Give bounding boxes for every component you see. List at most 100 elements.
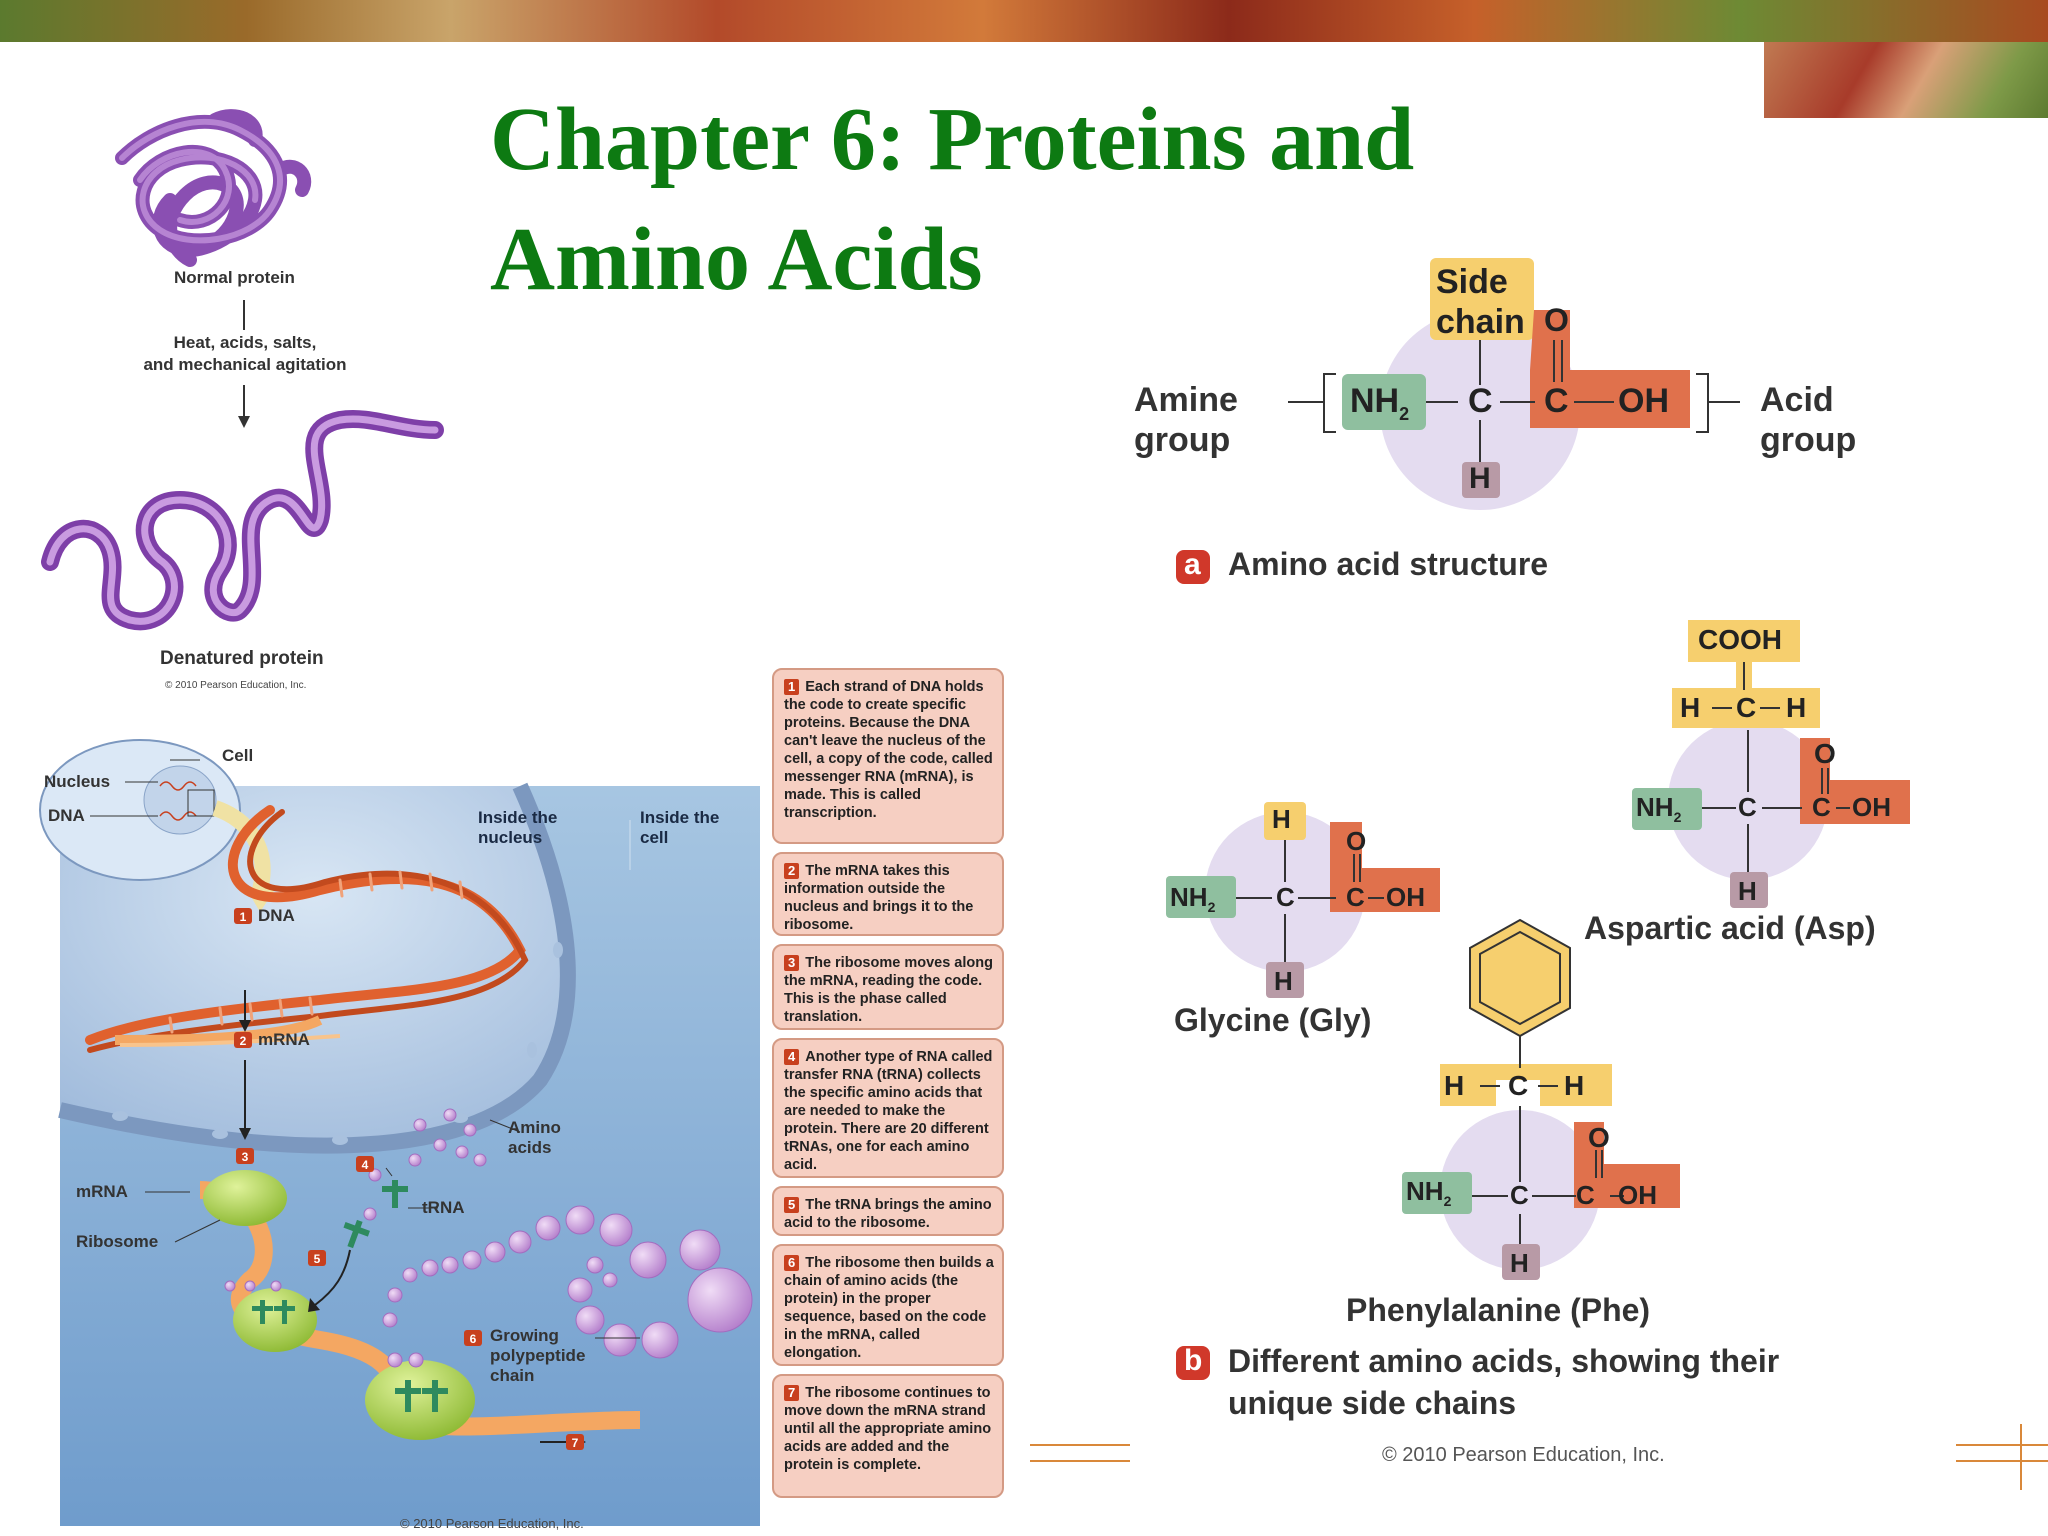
aspartic-alpha-carbon: C [1738,792,1757,822]
acid-line-2: group [1760,421,1857,459]
nh-text: NH [1350,382,1400,420]
amino-acid-examples-panel: H O NH2 C C OH H Glycine (Gly) COOH H C … [1140,610,1940,1490]
oxygen-atom: O [1544,302,1569,338]
nh-text: NH [1170,882,1208,912]
step-text: Another type of RNA called transfer RNA … [784,1049,993,1173]
ribosome-label: Ribosome [76,1232,159,1251]
mrna-strand-top [114,1015,323,1045]
step2-mrna-label: mRNA [258,1030,310,1049]
examples-caption: Different amino acids, showing their uniq… [1228,1340,1779,1424]
synthesis-copyright: © 2010 Pearson Education, Inc. [400,1516,584,1531]
decorative-line [1030,1444,1130,1446]
phe-oh: OH [1618,1180,1657,1210]
phe-bottom-h: H [1510,1248,1529,1278]
step-number: 3 [784,955,800,971]
inside-nucleus-label: Inside the nucleus [478,808,558,847]
badge-a-letter: a [1184,548,1201,581]
ribosome-3 [365,1360,475,1440]
svg-text:3: 3 [242,1150,249,1164]
nh2-subscript: 2 [1399,403,1410,424]
cause-line-1: Heat, acids, salts, [173,333,317,352]
alpha-carbon-circle [1380,310,1580,510]
alpha-carbon: C [1468,382,1493,420]
inside-cell-label: Inside the cell [640,808,720,847]
protein-synthesis-diagram: 1 2 3 4 5 6 7 Cell Nucleus DNA Inside the nucl… [20,720,1020,1536]
step-number: 4 [784,1049,800,1065]
corner-photo [1764,42,2048,118]
denaturation-copyright: © 2010 Pearson Education, Inc. [165,680,307,691]
hydrogen-atom: H [1469,462,1491,495]
caption-b-line-1: Different amino acids, showing their [1228,1343,1780,1379]
nucleus-label: Nucleus [44,772,111,791]
aspartic-h-right: H [1786,692,1807,723]
hydrogen-box [1462,462,1500,498]
aspartic-cooh: COOH [1698,624,1782,655]
cell-label: Cell [222,746,254,765]
amino-examples-svg [1166,620,1910,1380]
step-text: The ribosome moves along the mRNA, readi… [784,955,993,1025]
glycine-side-h: H [1272,804,1291,834]
step-number: 2 [784,863,800,879]
glycine-carboxyl-carbon: C [1346,882,1365,912]
glycine-alpha-carbon: C [1276,882,1295,912]
hydroxyl-group: OH [1618,382,1669,420]
svg-text:1: 1 [240,910,247,924]
aspartic-carboxyl-carbon: C [1812,792,1831,822]
aspartic-nh2: NH2 [1636,792,1681,825]
phe-side-carbon: C [1508,1070,1529,1101]
badge-b [1176,1346,1210,1380]
amino-acid-beads [224,1108,753,1368]
glycine-oxygen: O [1346,826,1367,856]
phe-h-left: H [1444,1070,1465,1101]
amine-group-box [1342,374,1426,430]
ribosome-2 [233,1288,317,1352]
normal-protein-label: Normal protein [174,268,295,287]
svg-text:2: 2 [240,1034,247,1048]
step-text: The ribosome continues to move down the … [784,1385,992,1473]
aspartic-circle [1668,720,1828,880]
phe-oxygen: O [1588,1122,1610,1153]
svg-text:6: 6 [470,1332,477,1346]
side-chain-line-2: chain [1436,303,1525,341]
title-line-1: Chapter 6: Proteins and [490,90,1415,189]
decorative-line [1030,1460,1130,1462]
nh-text: NH [1636,792,1674,822]
denatured-protein-label: Denatured protein [160,648,324,669]
step1-dna-label: DNA [258,906,295,925]
step-text: The mRNA takes this information outside … [784,863,974,933]
step-number: 6 [784,1255,800,1271]
aspartic-bottom-h: H [1738,876,1757,906]
trna-molecules [252,1180,448,1412]
svg-text:4: 4 [362,1158,369,1172]
cause-line-2: and mechanical agitation [143,355,347,374]
phenylalanine-label: Phenylalanine (Phe) [1346,1292,1651,1328]
header-banner-image [0,0,2048,42]
svg-text:5: 5 [314,1252,321,1266]
phe-nh2: NH2 [1406,1176,1451,1209]
ribosome-1 [203,1170,287,1226]
aspartic-oh: OH [1852,792,1891,822]
title-line-2: Amino Acids [490,210,983,309]
caption-b-line-2: unique side chains [1228,1385,1517,1421]
mrna-label: mRNA [76,1182,128,1201]
step-number: 7 [784,1385,800,1401]
nh2-subscript: 2 [1207,899,1216,916]
phe-h-right: H [1564,1070,1585,1101]
glycine-nh2: NH2 [1170,882,1215,915]
side-chain-line-1: Side [1436,263,1508,301]
amino-acids-label: Amino acids [508,1118,561,1157]
step-number: 5 [784,1197,800,1213]
step-number: 1 [784,679,800,695]
glycine-oh: OH [1386,882,1425,912]
mrna-strand-bottom [199,1181,641,1436]
